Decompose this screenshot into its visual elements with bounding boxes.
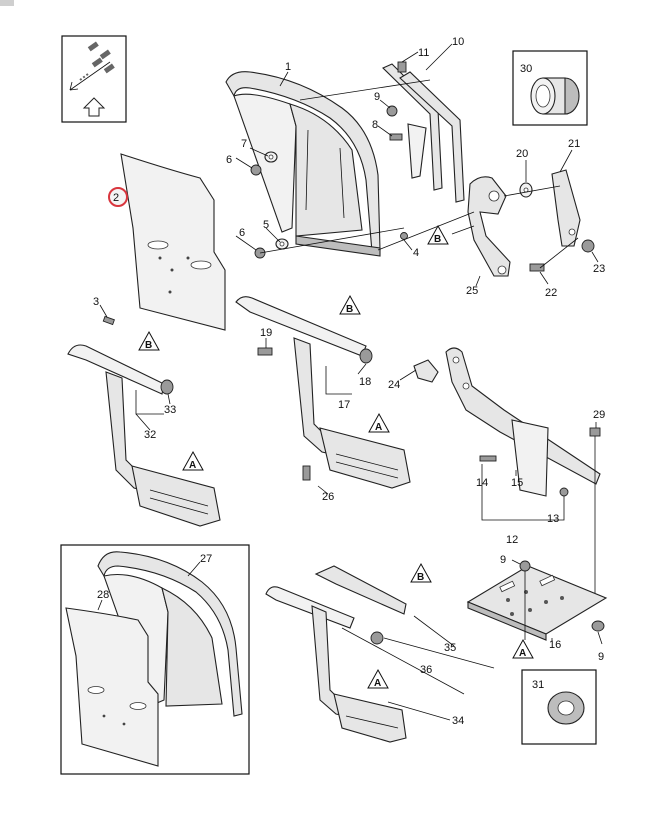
pin-11 bbox=[397, 61, 407, 73]
callout-32: 32 bbox=[144, 429, 156, 441]
callout-31: 31 bbox=[532, 679, 544, 691]
callout-12: 12 bbox=[506, 534, 518, 546]
bolt-14 bbox=[479, 455, 497, 462]
bolt-3 bbox=[99, 304, 115, 326]
callout-23: 23 bbox=[593, 263, 605, 275]
callout-9a: 9 bbox=[374, 91, 380, 103]
part-31-box: 31 bbox=[521, 669, 597, 745]
bolt-19 bbox=[257, 347, 273, 356]
plate-16 bbox=[466, 565, 608, 641]
bracket-15 bbox=[445, 347, 601, 497]
nut-9c bbox=[591, 620, 605, 632]
svg-text:A: A bbox=[189, 460, 196, 471]
callout-15: 15 bbox=[511, 477, 523, 489]
marker-a-1: A bbox=[368, 412, 390, 433]
callout-19: 19 bbox=[260, 327, 272, 339]
callout-35: 35 bbox=[444, 642, 456, 654]
callout-4: 4 bbox=[413, 247, 419, 259]
inset-box-27-28: 27 28 bbox=[60, 544, 250, 775]
part-30-box: 30 bbox=[512, 50, 588, 126]
callout-16: 16 bbox=[549, 639, 561, 651]
svg-text:B: B bbox=[145, 340, 152, 351]
mudflap-2 bbox=[120, 153, 226, 331]
callout-13: 13 bbox=[547, 513, 559, 525]
callout-6b: 6 bbox=[239, 227, 245, 239]
bolt-8 bbox=[389, 133, 403, 141]
bushing-33 bbox=[160, 379, 174, 395]
svg-text:B: B bbox=[346, 304, 353, 315]
svg-text:A: A bbox=[519, 648, 526, 659]
callout-3: 3 bbox=[93, 296, 99, 308]
bolt-29 bbox=[589, 427, 601, 596]
callout-36: 36 bbox=[420, 664, 432, 676]
up-arrow-icon bbox=[82, 97, 106, 117]
callout-34: 34 bbox=[452, 715, 464, 727]
callout-6a: 6 bbox=[226, 154, 232, 166]
mudflap-28 bbox=[65, 607, 159, 767]
callout-29: 29 bbox=[593, 409, 605, 421]
washer-31-icon bbox=[547, 691, 585, 725]
callout-27: 27 bbox=[200, 553, 212, 565]
fender-1 bbox=[225, 71, 381, 257]
bracket-17 bbox=[235, 296, 411, 489]
nut-23 bbox=[581, 239, 595, 253]
washer-20 bbox=[519, 182, 533, 198]
nut-13 bbox=[559, 487, 569, 497]
callout-28: 28 bbox=[97, 589, 109, 601]
highlight-ring bbox=[108, 187, 128, 207]
callout-8: 8 bbox=[372, 119, 378, 131]
bolt-22 bbox=[529, 263, 545, 272]
callout-17: 17 bbox=[338, 399, 350, 411]
bolt-26 bbox=[302, 465, 311, 481]
orientation-arrows-icon bbox=[69, 41, 115, 91]
orientation-icon-box bbox=[61, 35, 127, 123]
callout-9c: 9 bbox=[598, 651, 604, 663]
corner-tab bbox=[0, 0, 14, 6]
washer-5 bbox=[275, 238, 289, 250]
nut-6a bbox=[250, 164, 262, 176]
nut-9b bbox=[519, 560, 531, 572]
marker-b-4: B bbox=[410, 562, 432, 583]
bushing-18 bbox=[359, 348, 373, 364]
marker-a-3: A bbox=[512, 638, 534, 659]
callout-14: 14 bbox=[476, 477, 488, 489]
svg-text:A: A bbox=[374, 678, 381, 689]
callout-1: 1 bbox=[285, 61, 291, 73]
svg-text:B: B bbox=[417, 572, 424, 583]
callout-11: 11 bbox=[418, 47, 429, 59]
callout-7: 7 bbox=[241, 138, 247, 150]
callout-10: 10 bbox=[452, 36, 464, 48]
marker-a-4: A bbox=[367, 668, 389, 689]
marker-b-1: B bbox=[427, 224, 449, 245]
callout-21: 21 bbox=[568, 138, 580, 150]
callout-25: 25 bbox=[466, 285, 478, 297]
callout-9b: 9 bbox=[500, 554, 506, 566]
nut-9a bbox=[386, 105, 398, 117]
svg-text:A: A bbox=[375, 422, 382, 433]
plate-21 bbox=[551, 169, 581, 247]
bracket-32 bbox=[67, 344, 221, 527]
callout-30: 30 bbox=[520, 63, 532, 75]
marker-a-2: A bbox=[182, 450, 204, 471]
bushing-36 bbox=[370, 631, 384, 645]
callout-22: 22 bbox=[545, 287, 557, 299]
callout-26: 26 bbox=[322, 491, 334, 503]
bracket-25 bbox=[467, 176, 511, 277]
callout-5: 5 bbox=[263, 219, 269, 231]
marker-b-2: B bbox=[339, 294, 361, 315]
washer-7 bbox=[264, 151, 278, 163]
callout-24: 24 bbox=[388, 379, 400, 391]
bracket-34 bbox=[265, 565, 407, 743]
svg-text:B: B bbox=[434, 234, 441, 245]
clip-24 bbox=[413, 359, 439, 383]
marker-b-3: B bbox=[138, 330, 160, 351]
callout-18: 18 bbox=[359, 376, 371, 388]
callout-20: 20 bbox=[516, 148, 528, 160]
bushing-30-icon bbox=[530, 77, 580, 115]
callout-2: 2 bbox=[113, 192, 119, 204]
bracket-10-11 bbox=[382, 61, 465, 203]
callout-33: 33 bbox=[164, 404, 176, 416]
